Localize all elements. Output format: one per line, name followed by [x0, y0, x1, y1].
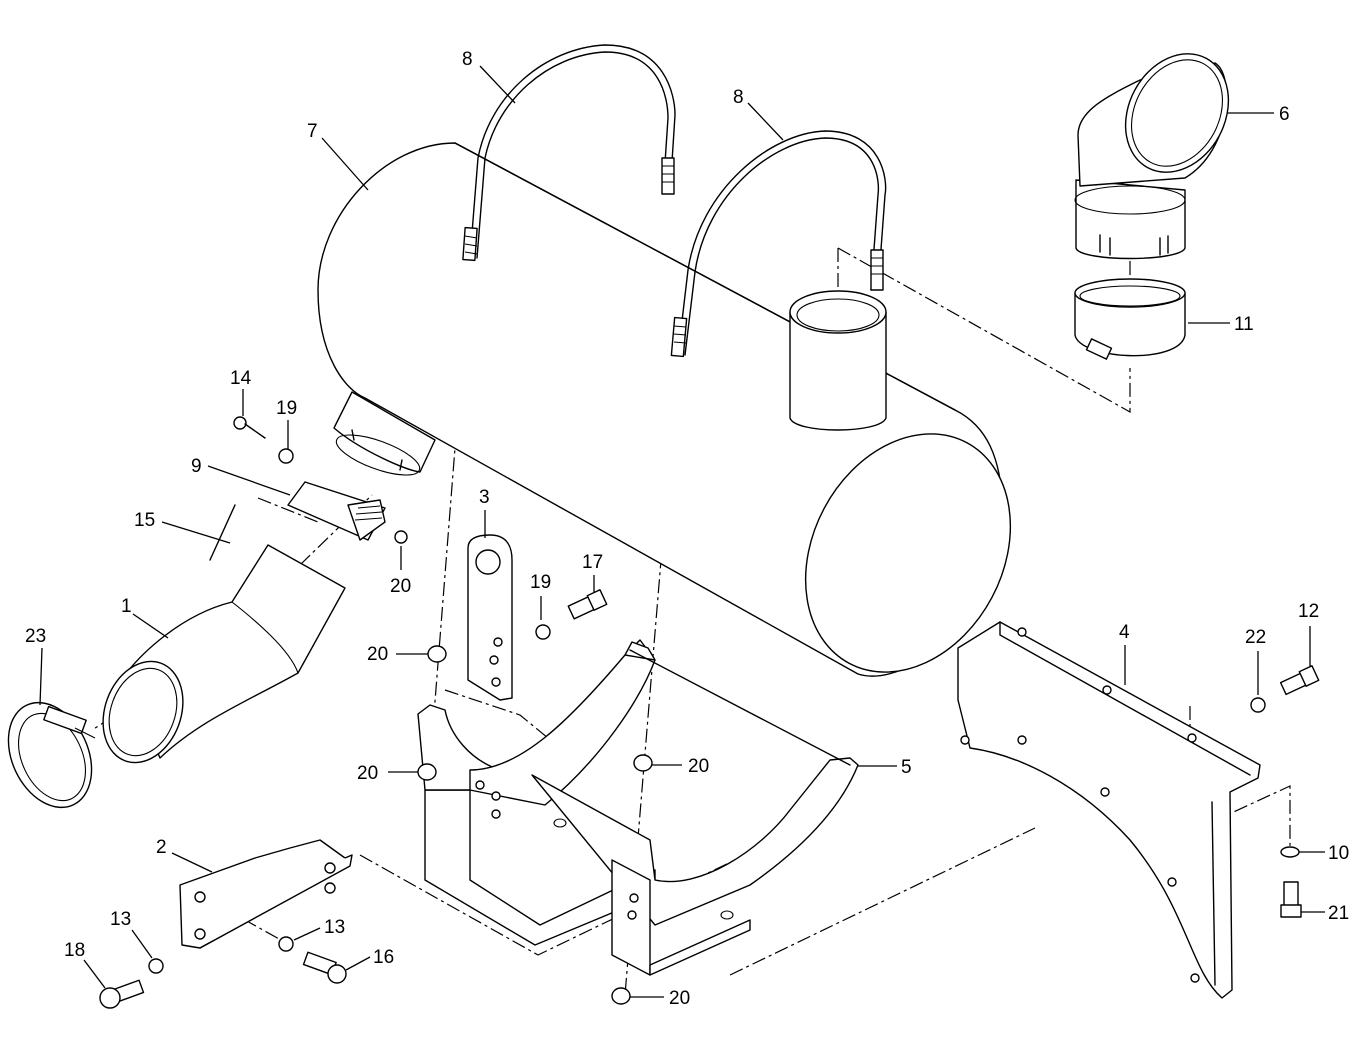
callout-18: 18	[64, 940, 85, 961]
outlet-elbow-pipe	[1074, 53, 1230, 260]
callout-22: 22	[1245, 627, 1266, 648]
callout-14: 14	[230, 368, 252, 389]
pipe-clamp	[287, 481, 386, 541]
mounting-strap	[467, 534, 513, 701]
callout-labels: 8 8 7 6 11 14 19 9 15 20 1 23 3 17 19 20…	[25, 49, 1349, 1009]
callout-20-clamp: 20	[390, 576, 411, 597]
callout-10: 10	[1328, 843, 1349, 864]
callout-19-mid: 19	[530, 572, 551, 593]
callout-20-strap: 20	[367, 644, 388, 665]
callout-15: 15	[134, 510, 155, 531]
callout-8-front: 8	[733, 87, 744, 108]
mounting-bracket	[957, 621, 1261, 999]
callout-7: 7	[307, 121, 318, 142]
callout-19-upper: 19	[276, 398, 297, 419]
v-band-clamp	[7, 701, 96, 809]
callout-9: 9	[191, 456, 202, 477]
callout-8-rear: 8	[462, 49, 473, 70]
muffler-body	[317, 142, 1012, 677]
callout-11: 11	[1234, 314, 1254, 335]
callout-16: 16	[373, 947, 394, 968]
callout-20-bottom: 20	[669, 988, 690, 1009]
callout-leaders	[39, 65, 1325, 998]
u-bolt-front	[670, 130, 887, 358]
callout-1: 1	[121, 596, 132, 617]
callout-13-left: 13	[110, 909, 131, 930]
callout-13-right: 13	[324, 917, 345, 938]
callout-5: 5	[901, 757, 912, 778]
u-bolt-rear	[462, 44, 676, 262]
band-clamp-ring	[1074, 278, 1186, 360]
inlet-elbow-pipe	[102, 544, 346, 764]
callout-3: 3	[479, 487, 490, 508]
callout-21: 21	[1328, 903, 1349, 924]
callout-6: 6	[1279, 104, 1290, 125]
fasteners	[99, 416, 1320, 1009]
callout-12: 12	[1298, 601, 1319, 622]
callout-4: 4	[1119, 622, 1130, 643]
callout-23: 23	[25, 626, 46, 647]
callout-2: 2	[156, 837, 167, 858]
callout-17: 17	[582, 552, 603, 573]
support-bracket	[179, 839, 353, 949]
callout-20-saddle-right: 20	[688, 756, 709, 777]
saddle-bracket	[417, 639, 859, 976]
callout-20-saddle-left: 20	[357, 763, 378, 784]
